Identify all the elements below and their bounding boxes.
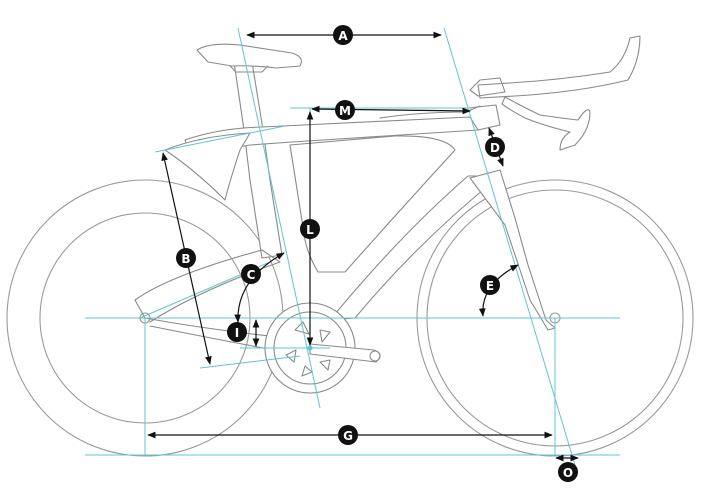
top-tube-extension xyxy=(154,125,286,153)
dimension-c-arrow xyxy=(234,252,285,323)
badge-i: I xyxy=(227,322,247,342)
badge-d: D xyxy=(485,137,505,157)
badge-i-text: I xyxy=(235,326,239,340)
badge-e: E xyxy=(480,275,500,295)
badge-c: C xyxy=(241,264,261,284)
steering-axis xyxy=(443,27,576,466)
badge-m: M xyxy=(335,100,355,120)
badge-l: L xyxy=(300,219,320,239)
badge-e-text: E xyxy=(486,279,494,293)
badge-g-text: G xyxy=(343,429,353,443)
bottom-bracket-dot xyxy=(307,345,313,351)
badge-a-text: A xyxy=(338,29,348,43)
badge-o: O xyxy=(558,462,578,482)
chainstay-extension xyxy=(199,355,301,369)
bike-frame xyxy=(134,35,641,394)
badge-b-text: B xyxy=(181,252,190,266)
seat-tube-axis xyxy=(237,27,321,409)
badge-c-text: C xyxy=(247,268,256,282)
badge-m-text: M xyxy=(339,104,351,118)
badge-g: G xyxy=(338,425,358,445)
badge-a: A xyxy=(333,25,353,45)
badge-b: B xyxy=(176,248,196,268)
badge-l-text: L xyxy=(306,223,314,237)
badge-d-text: D xyxy=(490,141,500,155)
badge-o-text: O xyxy=(563,466,573,480)
